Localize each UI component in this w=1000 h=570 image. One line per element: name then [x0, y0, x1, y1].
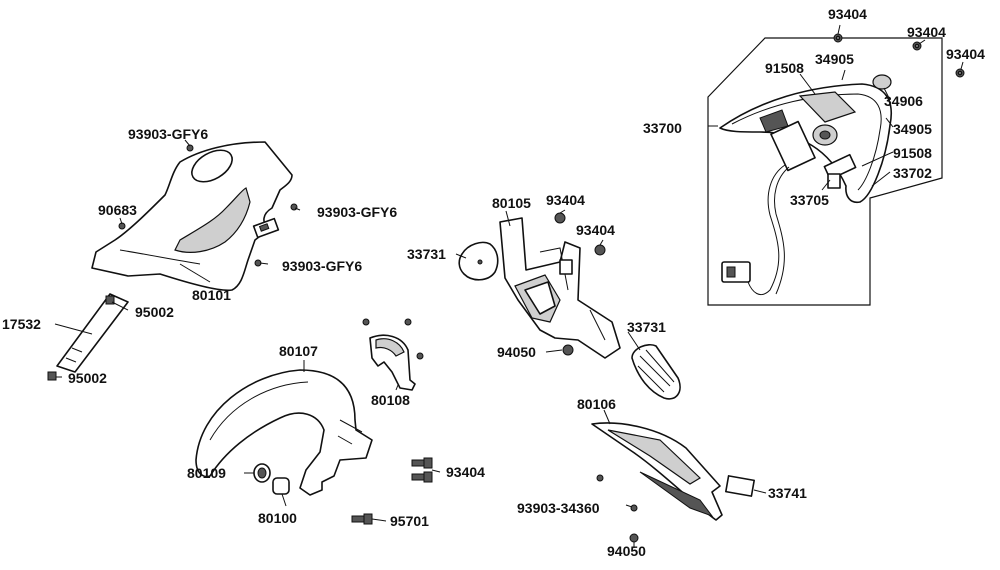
- rear-fender-bracket: [499, 217, 621, 359]
- nut-icon: [562, 344, 574, 356]
- screw-icon: [596, 474, 604, 482]
- bolt-icon: [351, 513, 373, 525]
- tail-light-frame: [707, 37, 943, 306]
- label-90683: 90683: [98, 202, 137, 218]
- label-80107: 80107: [279, 343, 318, 359]
- collar-icon: [253, 463, 271, 483]
- front-fender-assembly: [195, 318, 441, 525]
- part-number-labels: 93404 93404 93404 91508 34905 34906 3370…: [2, 6, 985, 559]
- license-holder-assembly: [591, 409, 767, 548]
- label-80106: 80106: [577, 396, 616, 412]
- nut-icon: [629, 533, 639, 543]
- clip-icon: [105, 295, 115, 305]
- label-93404: 93404: [576, 222, 615, 238]
- label-93404: 93404: [546, 192, 585, 208]
- bolt-icon: [411, 457, 433, 469]
- label-93404: 93404: [946, 46, 985, 62]
- label-95002: 95002: [135, 304, 174, 320]
- label-17532: 17532: [2, 316, 41, 332]
- label-33741: 33741: [768, 485, 807, 501]
- screw-icon: [404, 318, 412, 326]
- label-34905: 34905: [815, 51, 854, 67]
- label-33702: 33702: [893, 165, 932, 181]
- screw-icon: [186, 144, 194, 152]
- clip-icon: [47, 371, 57, 381]
- label-80105: 80105: [492, 195, 531, 211]
- inner-cover-panel: [91, 141, 293, 292]
- label-33705: 33705: [790, 192, 829, 208]
- label-91508: 91508: [893, 145, 932, 161]
- label-80109: 80109: [187, 465, 226, 481]
- label-80108: 80108: [371, 392, 410, 408]
- screw-icon: [362, 318, 370, 326]
- bolt-icon: [411, 471, 433, 483]
- screw-icon: [630, 504, 638, 512]
- label-33731: 33731: [627, 319, 666, 335]
- label-93903-34360: 93903-34360: [517, 500, 600, 516]
- label-33700: 33700: [643, 120, 682, 136]
- screw-icon: [955, 68, 965, 78]
- label-93404: 93404: [828, 6, 867, 22]
- nut-icon: [554, 212, 566, 224]
- label-80100: 80100: [258, 510, 297, 526]
- tail-light-assembly: [707, 24, 965, 306]
- label-94050: 94050: [607, 543, 646, 559]
- stay-bracket: [56, 293, 129, 373]
- screw-icon: [416, 352, 424, 360]
- label-93404: 93404: [907, 24, 946, 40]
- inner-cover-assembly: [47, 139, 301, 381]
- screw-icon: [290, 203, 298, 211]
- label-93903-gfy6: 93903-GFY6: [317, 204, 397, 220]
- label-93903-gfy6: 93903-GFY6: [282, 258, 362, 274]
- label-95002: 95002: [68, 370, 107, 386]
- label-34906: 34906: [884, 93, 923, 109]
- label-95701: 95701: [390, 513, 429, 529]
- label-33731: 33731: [407, 246, 446, 262]
- front-fender: [195, 369, 373, 496]
- label-91508: 91508: [765, 60, 804, 76]
- label-34905: 34905: [893, 121, 932, 137]
- collar-icon: [272, 477, 290, 495]
- rear-fender-assembly: [455, 209, 681, 400]
- label-80101: 80101: [192, 287, 231, 303]
- label-94050: 94050: [497, 344, 536, 360]
- screw-icon: [833, 33, 843, 43]
- label-93903-gfy6: 93903-GFY6: [128, 126, 208, 142]
- fender-bracket: [369, 334, 416, 391]
- nut-icon: [594, 244, 606, 256]
- label-93404: 93404: [446, 464, 485, 480]
